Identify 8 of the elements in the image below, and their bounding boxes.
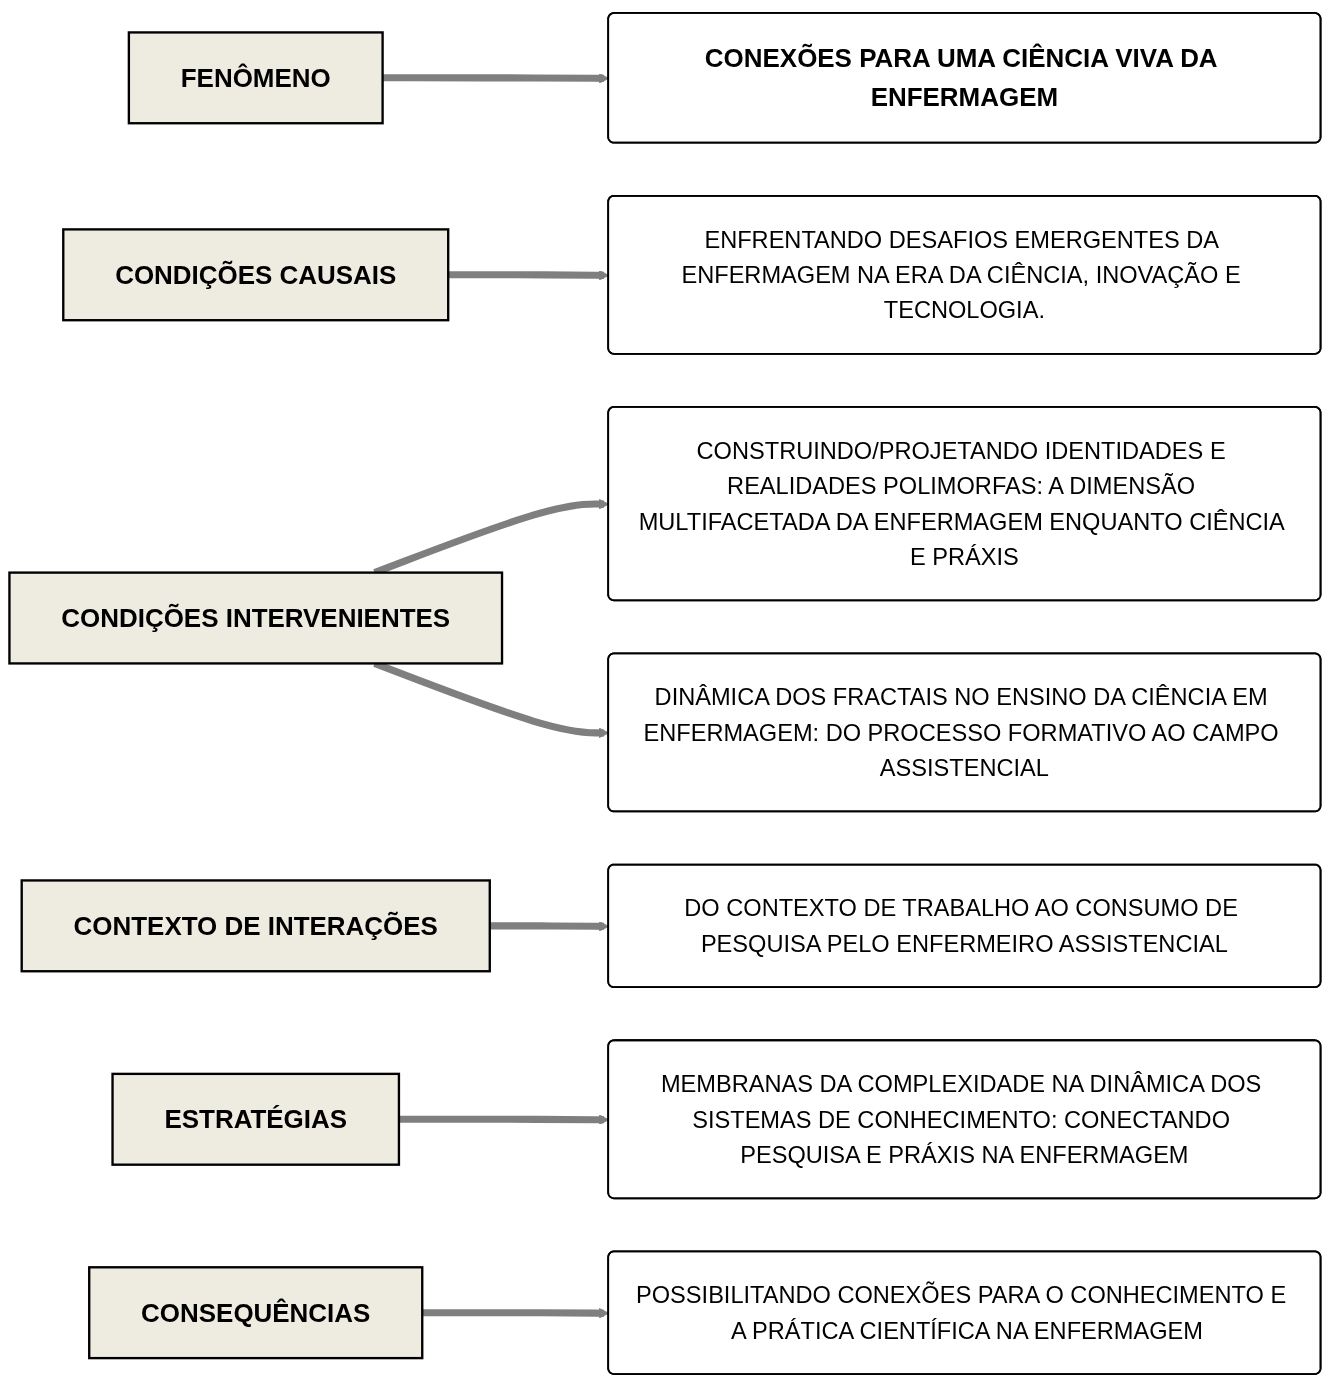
node-box: CONSEQUÊNCIAS [88,1266,424,1360]
node-box: CONTEXTO DE INTERAÇÕES [20,879,491,973]
node-box: CONDIÇÕES INTERVENIENTES [8,571,504,665]
arrow [422,1308,610,1319]
node-box: ESTRATÉGIAS [111,1072,401,1166]
node-box: CONDIÇÕES CAUSAIS [62,228,450,322]
arrow [448,270,610,281]
node-box: FENÔMENO [127,31,384,125]
